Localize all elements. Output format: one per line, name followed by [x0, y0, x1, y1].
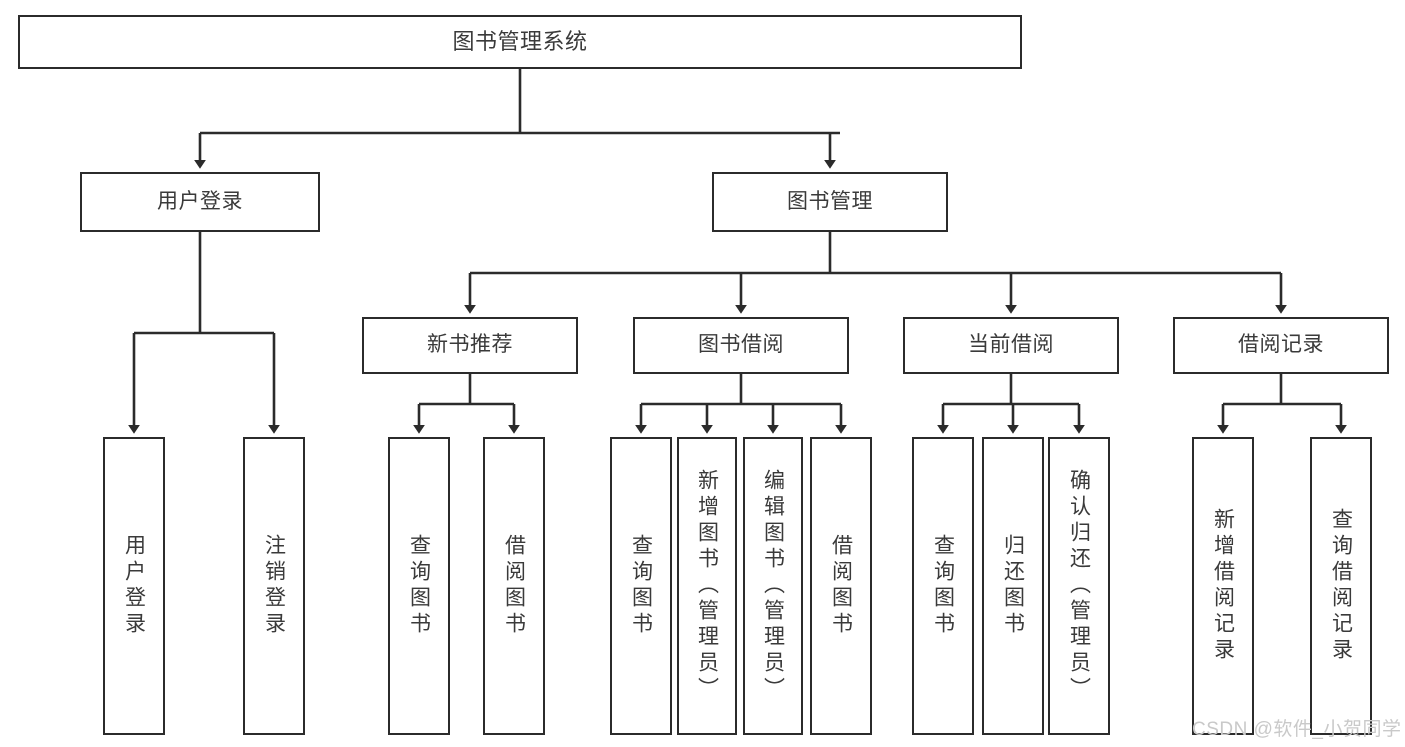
node-leaf-12-label: 新增借阅记录	[1211, 508, 1235, 664]
node-level3-3-label: 当前借阅	[968, 333, 1054, 357]
node-level2-1-label: 用户登录	[157, 189, 243, 213]
node-leaf-8[interactable]: 借阅图书	[810, 437, 872, 735]
node-leaf-7-label: 编辑图书（管理员）	[761, 469, 785, 703]
node-leaf-3[interactable]: 查询图书	[388, 437, 450, 735]
node-root[interactable]: 图书管理系统	[18, 15, 1022, 69]
node-leaf-4[interactable]: 借阅图书	[483, 437, 545, 735]
csdn-watermark: CSDN @软件_小贺同学	[1192, 719, 1402, 740]
node-level3-4-label: 借阅记录	[1238, 333, 1324, 357]
node-level3-3[interactable]: 当前借阅	[903, 317, 1119, 374]
node-leaf-13[interactable]: 查询借阅记录	[1310, 437, 1372, 735]
node-level2-1[interactable]: 用户登录	[80, 172, 320, 232]
node-leaf-8-label: 借阅图书	[829, 534, 853, 638]
node-leaf-3-label: 查询图书	[407, 534, 431, 638]
node-leaf-13-label: 查询借阅记录	[1329, 508, 1353, 664]
node-leaf-1[interactable]: 用户登录	[103, 437, 165, 735]
node-leaf-2-label: 注销登录	[262, 534, 286, 638]
node-level2-2-label: 图书管理	[787, 189, 873, 213]
node-level2-2[interactable]: 图书管理	[712, 172, 948, 232]
node-leaf-11[interactable]: 确认归还（管理员）	[1048, 437, 1110, 735]
node-leaf-9-label: 查询图书	[931, 534, 955, 638]
node-leaf-10-label: 归还图书	[1001, 534, 1025, 638]
node-leaf-7[interactable]: 编辑图书（管理员）	[743, 437, 803, 735]
node-leaf-5[interactable]: 查询图书	[610, 437, 672, 735]
node-leaf-2[interactable]: 注销登录	[243, 437, 305, 735]
node-leaf-9[interactable]: 查询图书	[912, 437, 974, 735]
node-leaf-11-label: 确认归还（管理员）	[1067, 469, 1091, 703]
node-leaf-10[interactable]: 归还图书	[982, 437, 1044, 735]
node-root-label: 图书管理系统	[452, 29, 588, 55]
node-level3-2-label: 图书借阅	[698, 333, 784, 357]
node-leaf-12[interactable]: 新增借阅记录	[1192, 437, 1254, 735]
node-level3-1[interactable]: 新书推荐	[362, 317, 578, 374]
node-leaf-4-label: 借阅图书	[502, 534, 526, 638]
node-level3-2[interactable]: 图书借阅	[633, 317, 849, 374]
node-leaf-6-label: 新增图书（管理员）	[695, 469, 719, 703]
node-leaf-5-label: 查询图书	[629, 534, 653, 638]
node-leaf-6[interactable]: 新增图书（管理员）	[677, 437, 737, 735]
node-level3-4[interactable]: 借阅记录	[1173, 317, 1389, 374]
node-level3-1-label: 新书推荐	[427, 333, 513, 357]
node-leaf-1-label: 用户登录	[122, 534, 146, 638]
